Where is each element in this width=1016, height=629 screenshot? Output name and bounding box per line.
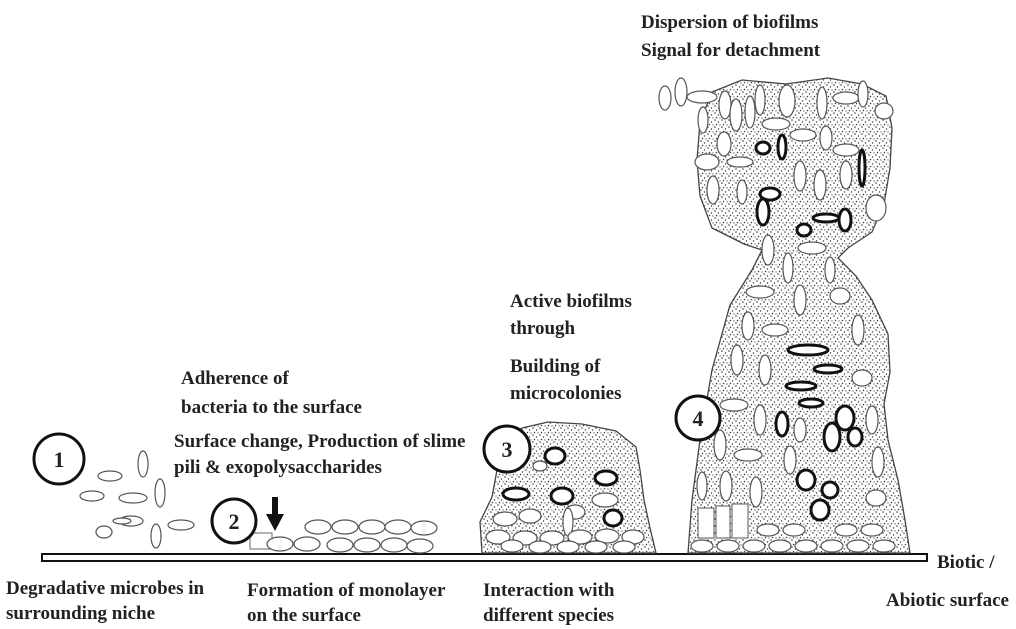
stage-number-2: 2 xyxy=(210,497,258,545)
label-bottom-2-line2: on the surface xyxy=(247,605,361,626)
label-bottom-3-line1: Interaction with xyxy=(483,580,615,601)
label-active-line1: Active biofilms xyxy=(510,291,632,312)
surface-bar xyxy=(41,553,928,562)
stage-number-2-label: 2 xyxy=(229,509,240,534)
label-building-line2: microcolonies xyxy=(510,383,622,404)
adhesion-arrow xyxy=(266,497,284,531)
label-surface-change-line1: Surface change, Production of slime xyxy=(174,431,466,452)
stage-number-4-label: 4 xyxy=(693,406,704,431)
stage-number-1: 1 xyxy=(32,432,86,486)
stage-number-1-label: 1 xyxy=(54,447,65,472)
label-building-line1: Building of xyxy=(510,356,601,377)
label-bottom-1-line2: surrounding niche xyxy=(6,603,155,624)
label-surface-change-line2: pili & exopolysaccharides xyxy=(174,457,382,478)
label-surface-line1: Biotic / xyxy=(937,552,995,573)
label-bottom-2-line1: Formation of monolayer xyxy=(247,580,446,601)
stage-number-3: 3 xyxy=(482,424,532,474)
label-dispersion-line2: Signal for detachment xyxy=(641,40,821,61)
stage-number-4: 4 xyxy=(674,394,722,442)
label-bottom-1-line1: Degradative microbes in xyxy=(6,578,204,599)
label-surface-line2: Abiotic surface xyxy=(886,590,1009,611)
stage-1-free-microbes xyxy=(79,450,195,549)
label-adherence-line1: Adherence of xyxy=(181,368,289,389)
stage-4-mature-biofilm xyxy=(658,77,911,554)
label-bottom-3-line2: different species xyxy=(483,605,614,626)
stage-number-3-label: 3 xyxy=(502,437,513,462)
stage-2-monolayer xyxy=(249,519,438,554)
label-adherence-line2: bacteria to the surface xyxy=(181,397,362,418)
label-dispersion-line1: Dispersion of biofilms xyxy=(641,12,818,33)
label-active-line2: through xyxy=(510,318,576,339)
